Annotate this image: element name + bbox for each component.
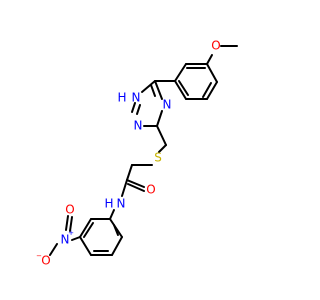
atom-nitrogen-nitro: N bbox=[61, 233, 70, 247]
bond bbox=[131, 102, 136, 113]
atom-oxygen-nitro-top: O bbox=[65, 203, 74, 217]
atom-oxygen-carbonyl: O bbox=[146, 183, 155, 197]
bond bbox=[206, 54, 213, 65]
atom-nitrogen-n2-triazole: N bbox=[134, 119, 143, 133]
bond bbox=[127, 183, 145, 192]
bond bbox=[156, 125, 167, 146]
bond bbox=[206, 81, 218, 100]
atom-nitrogen-n1-triazole: N bbox=[132, 91, 141, 105]
bond bbox=[154, 80, 163, 100]
bond bbox=[206, 63, 218, 83]
bond bbox=[79, 236, 92, 256]
atom-oxygen-methoxy: O bbox=[211, 39, 220, 53]
triazole-ring bbox=[131, 80, 167, 146]
atom-nitrogen-amide: N bbox=[117, 197, 126, 211]
bond bbox=[141, 80, 156, 93]
bond bbox=[113, 224, 119, 236]
bond bbox=[71, 236, 81, 241]
bond bbox=[109, 209, 115, 220]
bond bbox=[158, 144, 167, 153]
nitrophenyl-ring bbox=[79, 218, 123, 256]
charge-nitro-nitrogen: + bbox=[68, 229, 74, 237]
atom-hydrogen-amide: H bbox=[104, 197, 113, 211]
bond bbox=[49, 243, 58, 256]
bond bbox=[111, 236, 123, 256]
molecule-drawing: O N H N N S O N H N + O O − bbox=[36, 39, 238, 268]
bond bbox=[121, 179, 128, 197]
bond bbox=[202, 82, 212, 98]
bond bbox=[178, 80, 189, 96]
bond bbox=[126, 179, 145, 188]
atom-hydrogen-n1-triazole: H bbox=[117, 91, 126, 105]
atom-nitrogen-n4-triazole: N bbox=[163, 98, 172, 112]
atom-oxygen-nitro-bottom: O bbox=[41, 254, 50, 268]
bond bbox=[126, 164, 133, 181]
structure-canvas: O N H N N S O N H N + O O − bbox=[36, 39, 238, 268]
bond bbox=[156, 110, 163, 127]
bond bbox=[79, 218, 92, 238]
atom-sulfur-thioether: S bbox=[154, 151, 162, 165]
bond bbox=[136, 104, 141, 115]
bond bbox=[83, 222, 94, 238]
bond bbox=[174, 63, 187, 82]
bond bbox=[174, 80, 187, 100]
charge-nitro-oxygen: − bbox=[36, 252, 42, 260]
bond bbox=[69, 216, 73, 232]
bond bbox=[65, 215, 69, 231]
methoxyphenyl-ring bbox=[174, 63, 218, 100]
bond bbox=[150, 84, 156, 97]
